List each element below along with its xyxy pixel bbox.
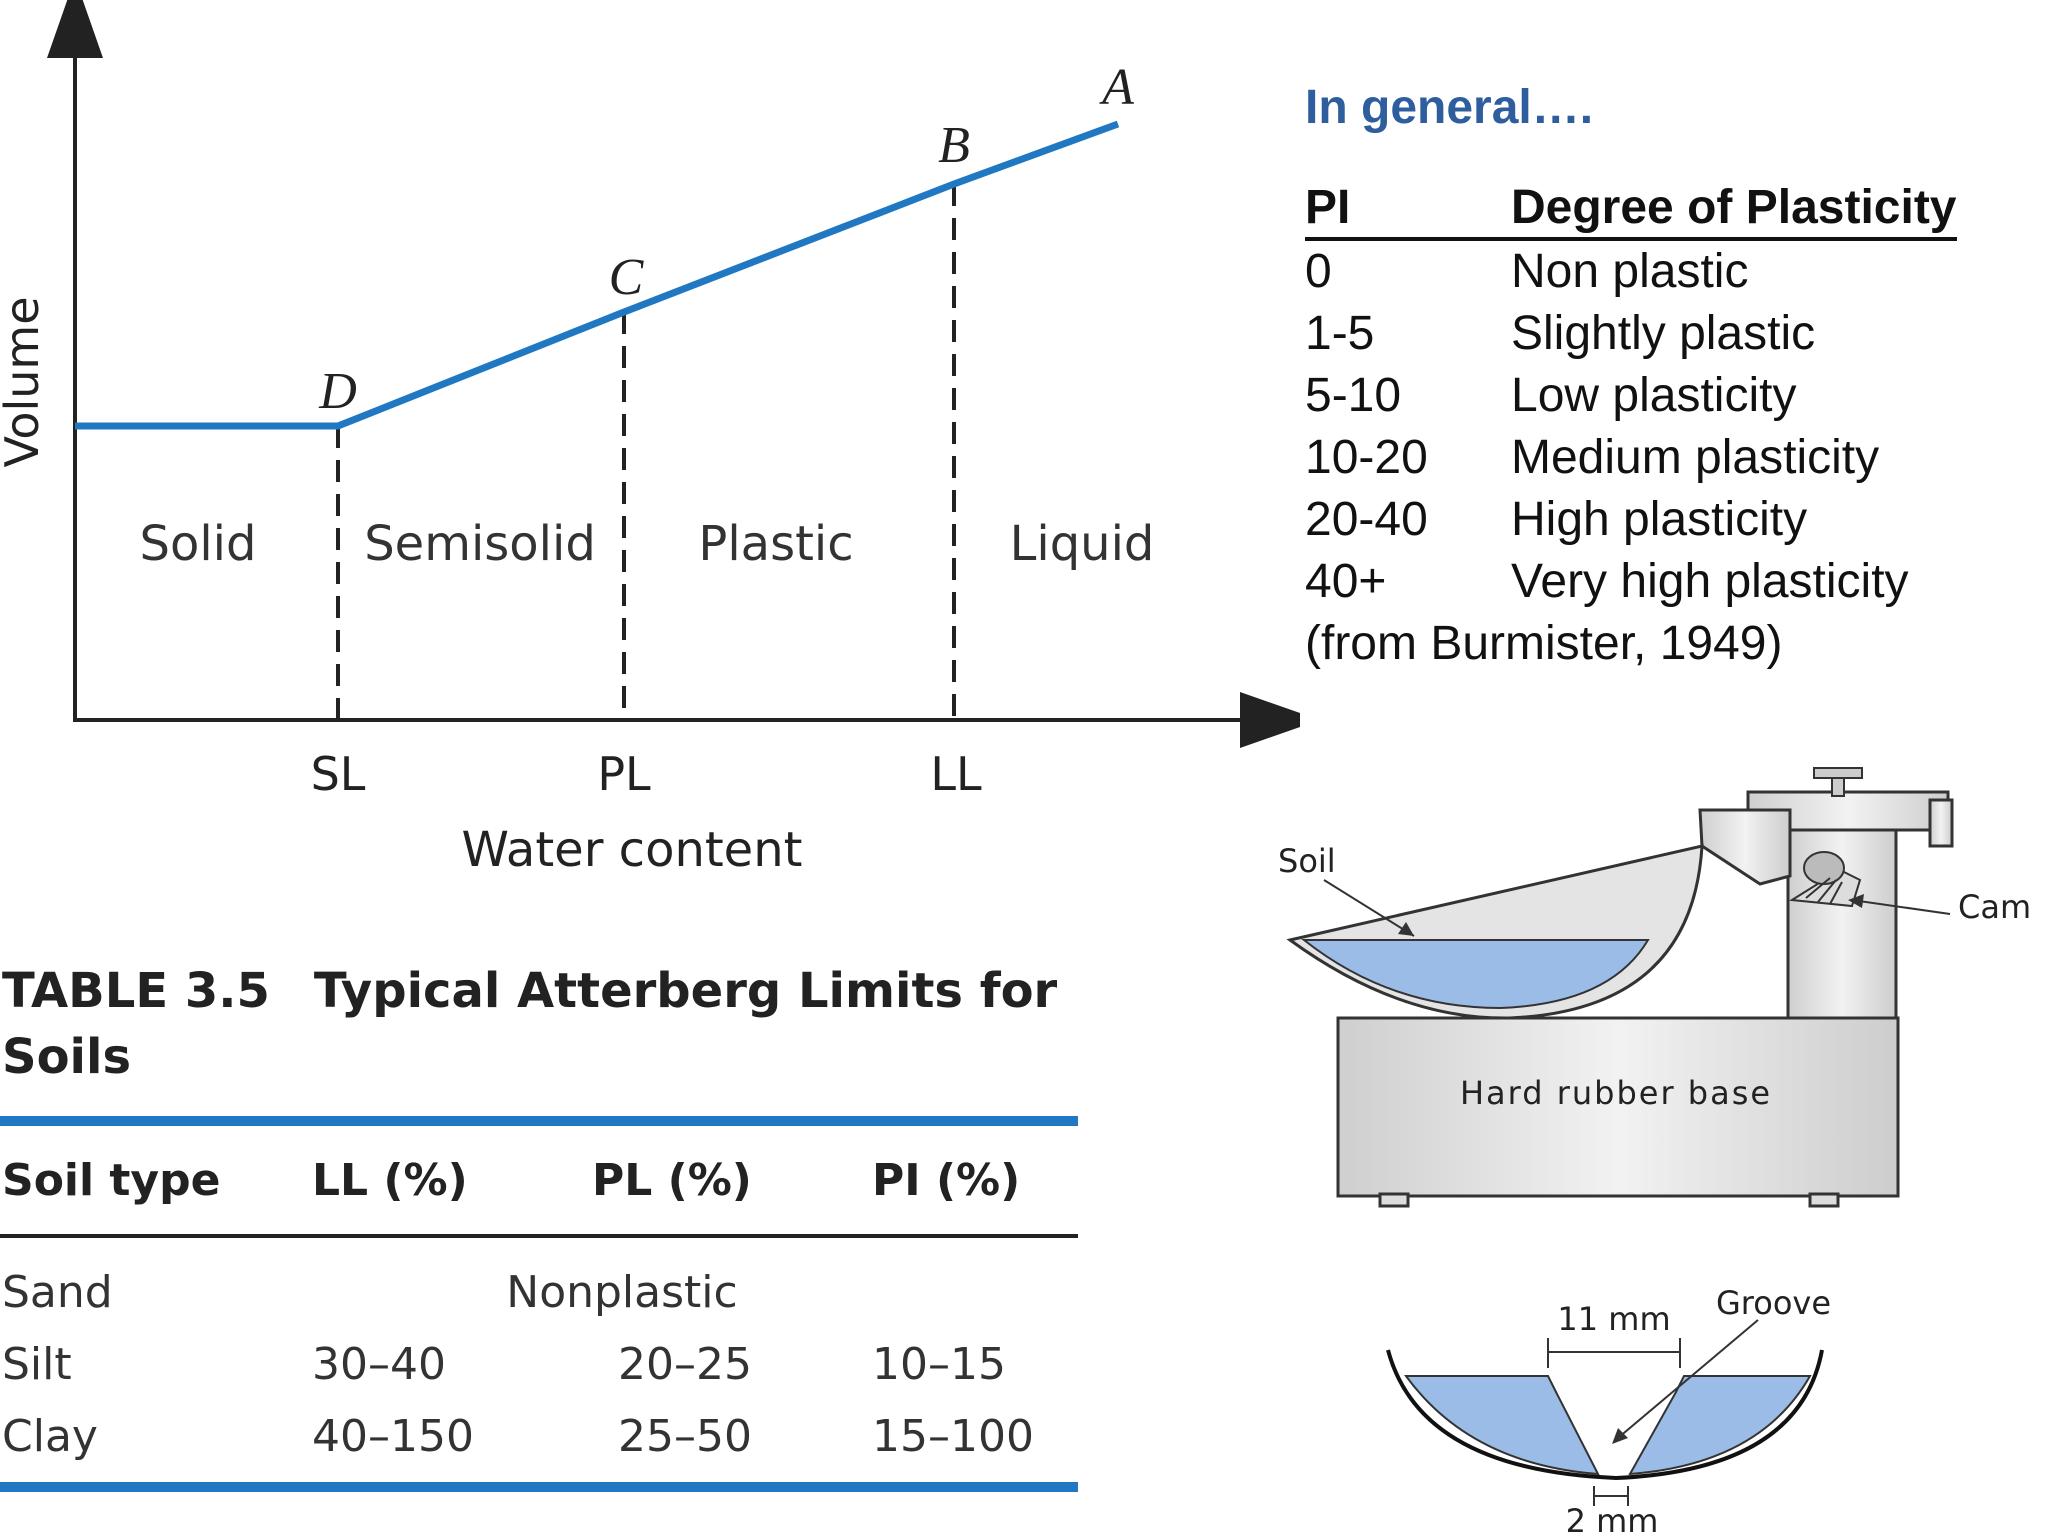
top-arm — [1746, 790, 1950, 832]
base-label: Hard rubber base — [1460, 1074, 1772, 1112]
screw-stem — [1831, 775, 1845, 797]
pi-value: 1-5 — [1305, 307, 1375, 360]
header-pl: PL (%) — [592, 1116, 872, 1238]
point-b: B — [938, 117, 970, 174]
plasticity-source: (from Burmister, 1949) — [1305, 617, 1783, 670]
base-foot-right — [1808, 1192, 1840, 1208]
degree-value: Low plasticity — [1511, 369, 1797, 422]
degree-value: Very high plasticity — [1511, 555, 1909, 608]
bottom-width-label: 2 mm — [1566, 1502, 1659, 1536]
consistency-diagram: Volume Water content SL PL LL A B C D So… — [0, 0, 1300, 878]
cam-label: Cam — [1958, 888, 2031, 926]
post — [1786, 804, 1898, 1020]
soil-in-cup — [1301, 939, 1650, 1010]
plasticity-row: 5-10 Low plasticity — [1305, 365, 1957, 427]
groove-arrow-icon — [1612, 1428, 1628, 1444]
ll-cell: 40–150 — [312, 1400, 592, 1492]
y-axis-label: Volume — [0, 296, 49, 467]
state-solid: Solid — [140, 516, 257, 572]
arm-knob — [1928, 798, 1954, 848]
x-axis-label: Water content — [462, 822, 803, 878]
tick-pl: PL — [597, 747, 651, 801]
nonplastic-cell: Nonplastic — [506, 1266, 738, 1318]
brass-cup — [1286, 844, 1704, 1020]
soil-type-cell: Sand — [2, 1266, 113, 1318]
degree-value: High plasticity — [1511, 493, 1808, 546]
degree-header: Degree of Plasticity — [1511, 179, 1957, 241]
table-number: TABLE 3.5 — [2, 963, 270, 1019]
plasticity-row: 40+ Very high plasticity — [1305, 551, 1957, 613]
cam-leader — [1851, 899, 1951, 915]
atterberg-limits-table: Soil type LL (%) PL (%) PI (%) Sand Nonp… — [0, 1116, 1078, 1492]
tick-ll: LL — [930, 747, 982, 801]
pi-cell: 10–15 — [872, 1338, 1006, 1390]
pi-value: 5-10 — [1305, 369, 1402, 422]
cam-icon — [1788, 851, 1862, 908]
plasticity-heading: In general…. — [1305, 81, 1594, 134]
point-d: D — [318, 363, 357, 420]
groove-soil-left — [1404, 1375, 1600, 1476]
soil-type-cell: Clay — [0, 1400, 312, 1492]
rubber-base — [1336, 1016, 1900, 1198]
plasticity-header-row: PI Degree of Plasticity — [1305, 179, 1957, 241]
point-a: A — [1099, 59, 1134, 116]
header-ll: LL (%) — [312, 1116, 592, 1238]
point-c: C — [609, 249, 645, 306]
pi-cell: 15–100 — [872, 1400, 1078, 1492]
table-row: Sand Nonplastic — [0, 1236, 1078, 1328]
table-row: Clay 40–150 25–50 15–100 — [0, 1400, 1078, 1492]
tick-sl: SL — [311, 747, 366, 801]
groove-soil-right — [1628, 1375, 1812, 1476]
empty-cell — [872, 1236, 1078, 1328]
pl-cell: 20–25 — [618, 1338, 752, 1390]
header-soil-type: Soil type — [0, 1116, 312, 1238]
header-pi: PI (%) — [872, 1116, 1078, 1238]
table-row: Silt 30–40 20–25 10–15 — [0, 1328, 1078, 1400]
soil-leader — [1323, 879, 1415, 937]
pi-value: 10-20 — [1305, 431, 1428, 484]
table-title: Typical Atterberg Limits for Soils — [2, 963, 1058, 1085]
cup-hanger — [1698, 808, 1792, 886]
plasticity-row: 1-5 Slightly plastic — [1305, 303, 1957, 365]
pi-header: PI — [1305, 179, 1511, 241]
pi-value: 0 — [1305, 245, 1332, 298]
base-foot-left — [1378, 1192, 1410, 1208]
groove-cup-outline — [1386, 1349, 1824, 1481]
soil-arrow-icon — [1398, 922, 1414, 936]
groove-leader — [1617, 1319, 1759, 1439]
cam-arrow-icon — [1848, 894, 1864, 908]
volume-curve — [75, 120, 1120, 430]
pi-value: 40+ — [1305, 555, 1387, 608]
degree-value: Non plastic — [1511, 245, 1749, 298]
pl-cell: 25–50 — [592, 1400, 872, 1492]
soil-type-cell: Silt — [2, 1338, 72, 1390]
cup-rim-line — [1289, 845, 1703, 941]
groove-label: Groove — [1716, 1284, 1831, 1322]
state-liquid: Liquid — [1010, 516, 1155, 572]
pi-value: 20-40 — [1305, 493, 1428, 546]
screw-head — [1813, 767, 1863, 779]
table-header-row: Soil type LL (%) PL (%) PI (%) — [0, 1116, 1078, 1238]
plasticity-row: 0 Non plastic — [1305, 239, 1957, 303]
state-semisolid: Semisolid — [364, 516, 596, 572]
plasticity-row: 20-40 High plasticity — [1305, 489, 1957, 551]
degree-value: Medium plasticity — [1511, 431, 1880, 484]
plasticity-panel: In general…. PI Degree of Plasticity 0 No… — [1305, 80, 2025, 675]
plasticity-table: PI Degree of Plasticity 0 Non plastic 1-5… — [1305, 179, 1957, 613]
width-label: 11 mm — [1557, 1300, 1670, 1338]
degree-value: Slightly plastic — [1511, 307, 1816, 360]
plasticity-row: 10-20 Medium plasticity — [1305, 427, 1957, 489]
ll-cell: 30–40 — [312, 1338, 446, 1390]
state-plastic: Plastic — [698, 516, 853, 572]
